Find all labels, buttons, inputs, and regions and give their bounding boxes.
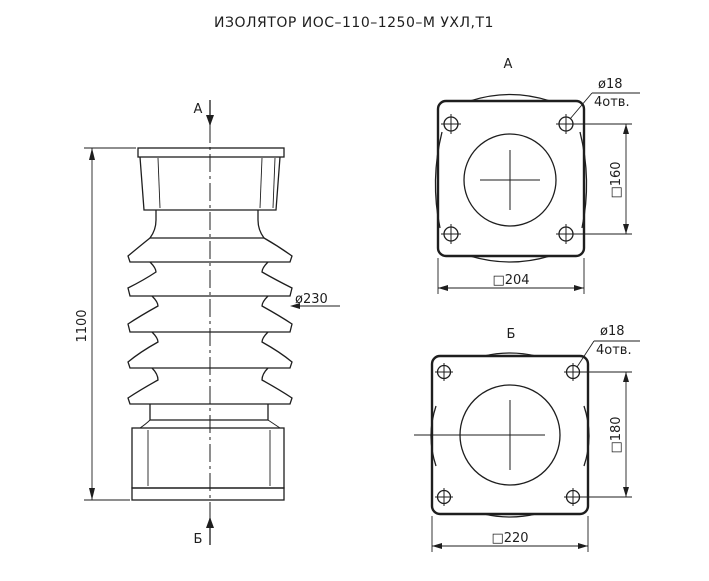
view-b-label: Б <box>507 327 516 342</box>
section-b-arrowhead <box>206 517 214 528</box>
shed-dim-arrow <box>290 303 300 309</box>
view-a-flange <box>436 99 586 258</box>
section-a-mark: А <box>194 102 203 117</box>
view-a-size-arrow-right <box>574 285 584 291</box>
shed-dim-label: ø230 <box>295 292 328 307</box>
top-flange-body <box>139 156 281 211</box>
bottom-neck-fillet <box>139 419 281 429</box>
section-b-mark: Б <box>194 532 203 547</box>
view-a-spacing-arrow-bottom <box>623 224 629 234</box>
view-b-hole-dim: ø18 <box>600 324 625 339</box>
view-a-hole-count: 4отв. <box>594 95 630 110</box>
bottom-flange-body <box>131 427 285 489</box>
view-b-center-marks <box>414 363 582 506</box>
shed-3 <box>127 295 293 333</box>
view-a-size-label: □204 <box>492 273 529 288</box>
shed-4 <box>127 331 293 369</box>
insulator-side-view: А Б 1100 ø230 <box>75 100 340 547</box>
view-a-spacing-arrow-top <box>623 124 629 134</box>
shed-5 <box>127 367 293 405</box>
view-a-body-arc-top <box>469 93 551 102</box>
view-a: А ø18 4отв. □160 <box>434 57 640 294</box>
drawing-title: ИЗОЛЯТОР ИОС–110–1250–М УХЛ,Т1 <box>214 15 494 31</box>
shed-2 <box>127 261 293 297</box>
top-flange-rib-left <box>157 157 161 209</box>
view-b-spacing-label: □180 <box>609 416 624 453</box>
view-a-bore <box>463 133 557 227</box>
view-b-hole-leader <box>576 340 595 368</box>
view-a-body-arc-bottom <box>469 255 551 263</box>
view-b-size-arrow-left <box>432 543 442 549</box>
view-a-hole-dim: ø18 <box>598 77 623 92</box>
view-b-spacing-arrow-top <box>623 372 629 382</box>
view-b-hole-count: 4отв. <box>596 343 632 358</box>
view-b-spacing-arrow-bottom <box>623 487 629 497</box>
top-flange-rib-right <box>259 157 263 209</box>
bottom-flange-plate <box>131 487 285 501</box>
height-dim-label: 1100 <box>75 309 90 342</box>
height-arrow-bottom <box>89 488 95 500</box>
view-b-size-arrow-right <box>578 543 588 549</box>
shed-1 <box>127 237 293 263</box>
top-flange-plate <box>137 147 285 158</box>
section-a-arrowhead <box>206 115 214 126</box>
top-neck <box>148 210 266 239</box>
view-a-center-marks <box>441 114 576 244</box>
view-a-spacing-label: □160 <box>609 161 624 198</box>
bottom-neck <box>149 404 269 421</box>
view-a-label: А <box>504 57 513 72</box>
height-arrow-top <box>89 148 95 160</box>
view-b-size-label: □220 <box>491 531 528 546</box>
view-a-hole-leader <box>569 92 593 120</box>
view-a-size-arrow-left <box>438 285 448 291</box>
view-b: Б ø18 4отв. □180 <box>414 324 640 552</box>
top-flange-rib-edge <box>272 157 276 209</box>
